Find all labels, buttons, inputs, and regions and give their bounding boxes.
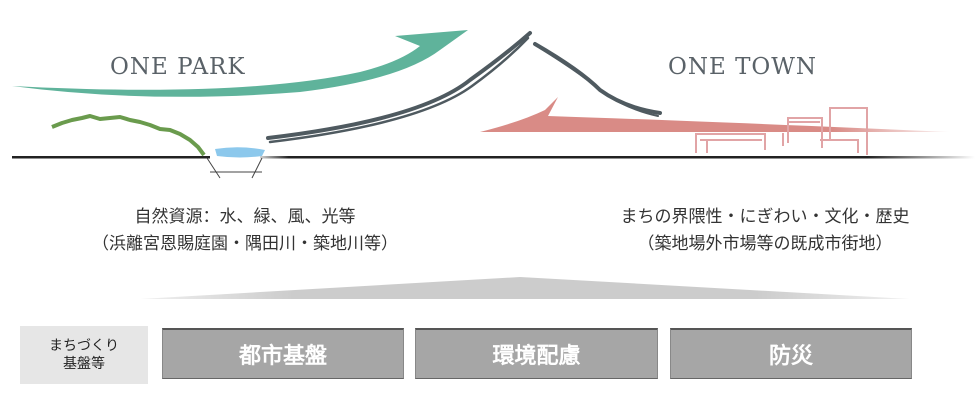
town-caption-line1: まちの界隈性・にぎわい・文化・歴史 <box>620 207 910 227</box>
greenery-icon <box>51 114 206 157</box>
foundation-label-line2: 基盤等 <box>63 356 105 372</box>
park-caption-line2: （浜離宮恩賜庭園・隅田川・築地川等） <box>92 234 398 254</box>
disaster-prevention-box: 防災 <box>670 328 912 379</box>
park-arrow <box>12 30 468 97</box>
foundation-label-line1: まちづくり <box>49 338 119 354</box>
town-caption-line2: （築地場外市場等の既成市街地） <box>637 234 893 254</box>
foundation-triangle <box>140 277 910 299</box>
one-park-title: ONE PARK <box>110 54 246 80</box>
urban-infrastructure-box: 都市基盤 <box>162 328 404 379</box>
river-icon <box>206 147 265 179</box>
ground-line-right <box>260 156 975 159</box>
ground-line-left <box>12 156 210 159</box>
foundation-label: まちづくり 基盤等 <box>20 326 148 384</box>
one-town-title: ONE TOWN <box>668 54 818 80</box>
town-arrow <box>480 97 950 132</box>
park-caption-line1: 自然資源：水、緑、風、光等 <box>134 207 356 227</box>
brush-stroke-icon <box>266 31 662 144</box>
environment-box: 環境配慮 <box>415 328 658 379</box>
buildings-icon <box>695 107 868 155</box>
